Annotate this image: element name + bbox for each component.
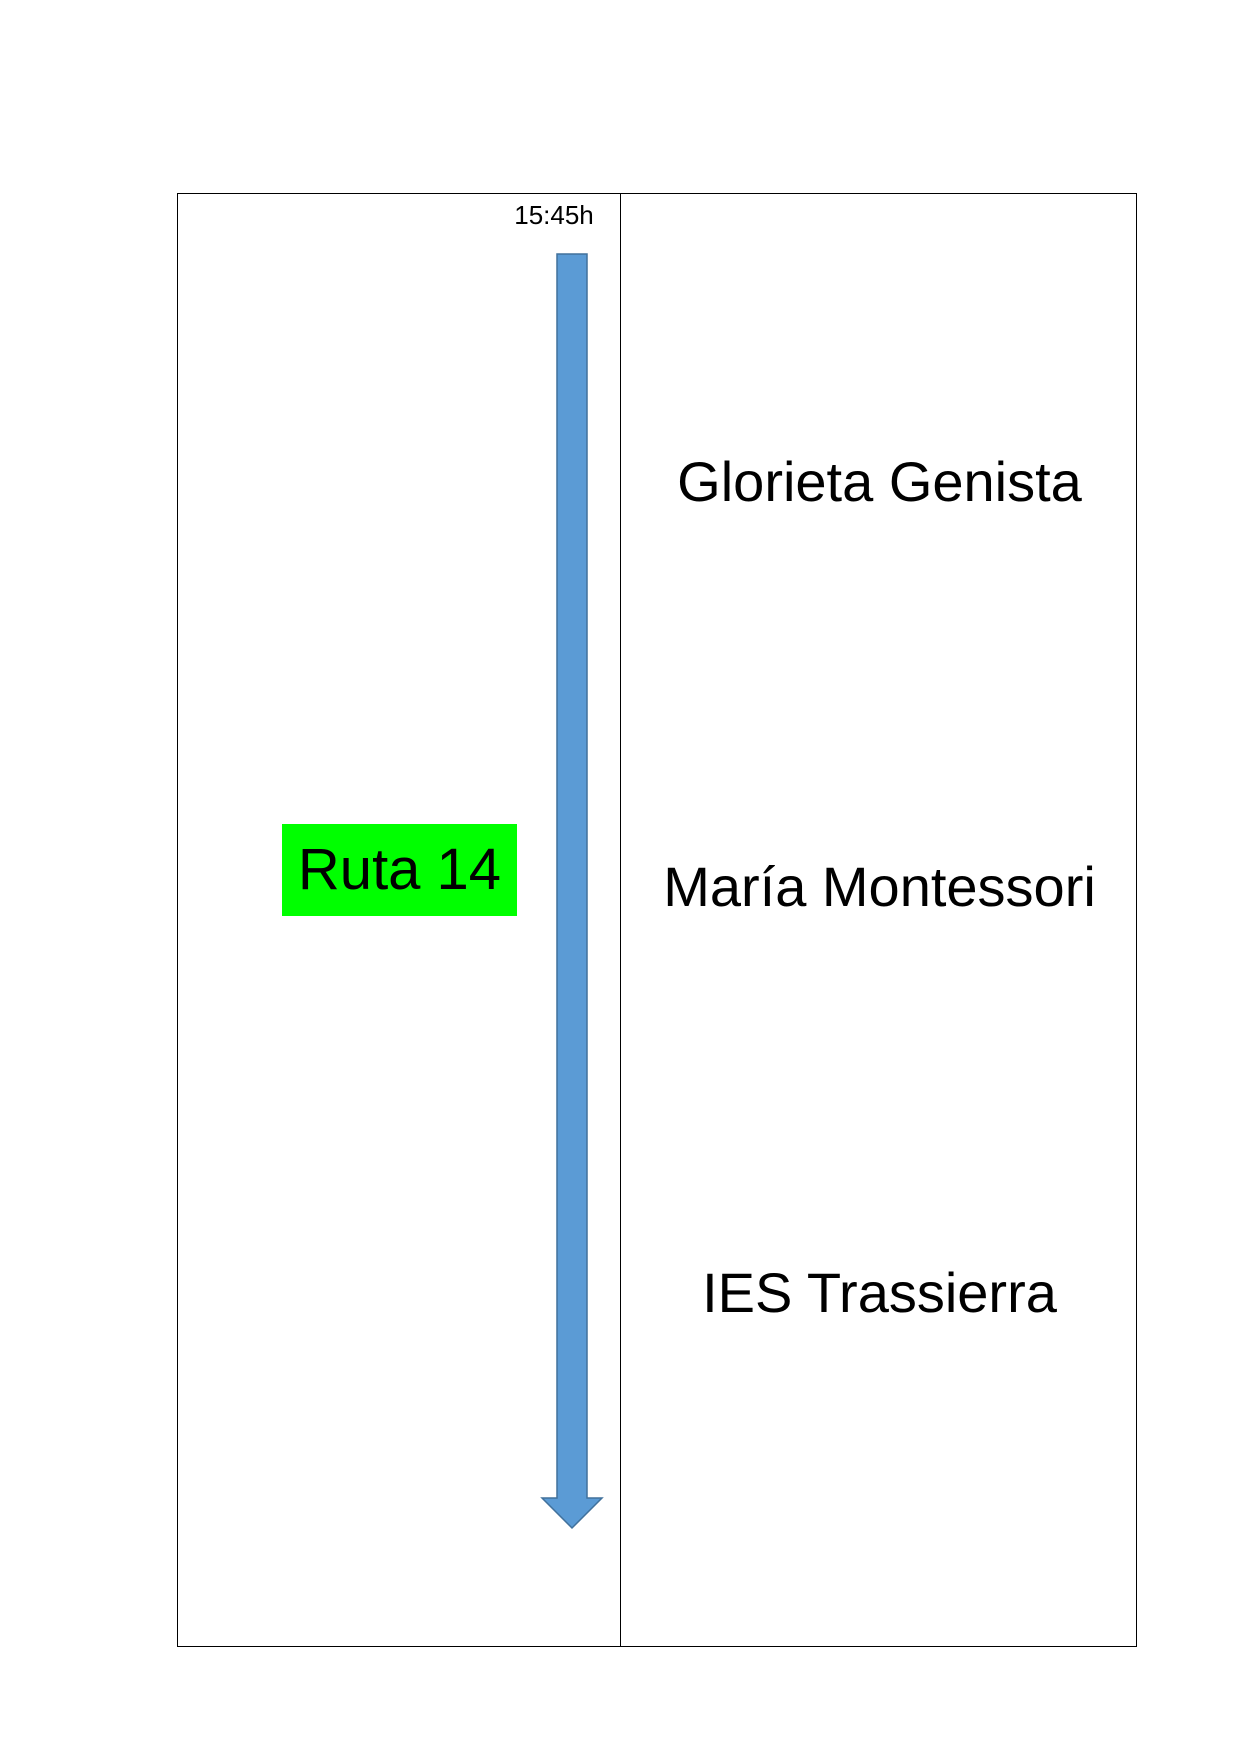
- stop-name: María Montessori: [663, 855, 1096, 918]
- direction-arrow: [540, 253, 604, 1530]
- route-name-badge: Ruta 14: [282, 824, 517, 916]
- departure-time: 15:45h: [514, 200, 594, 230]
- route-table: 15:45h Ruta 14 Glorieta Genista María Mo…: [177, 193, 1137, 1647]
- stop-name: IES Trassierra: [702, 1261, 1057, 1324]
- stop-name: Glorieta Genista: [677, 450, 1082, 513]
- column-divider: [620, 194, 621, 1646]
- down-arrow-icon: [540, 253, 604, 1530]
